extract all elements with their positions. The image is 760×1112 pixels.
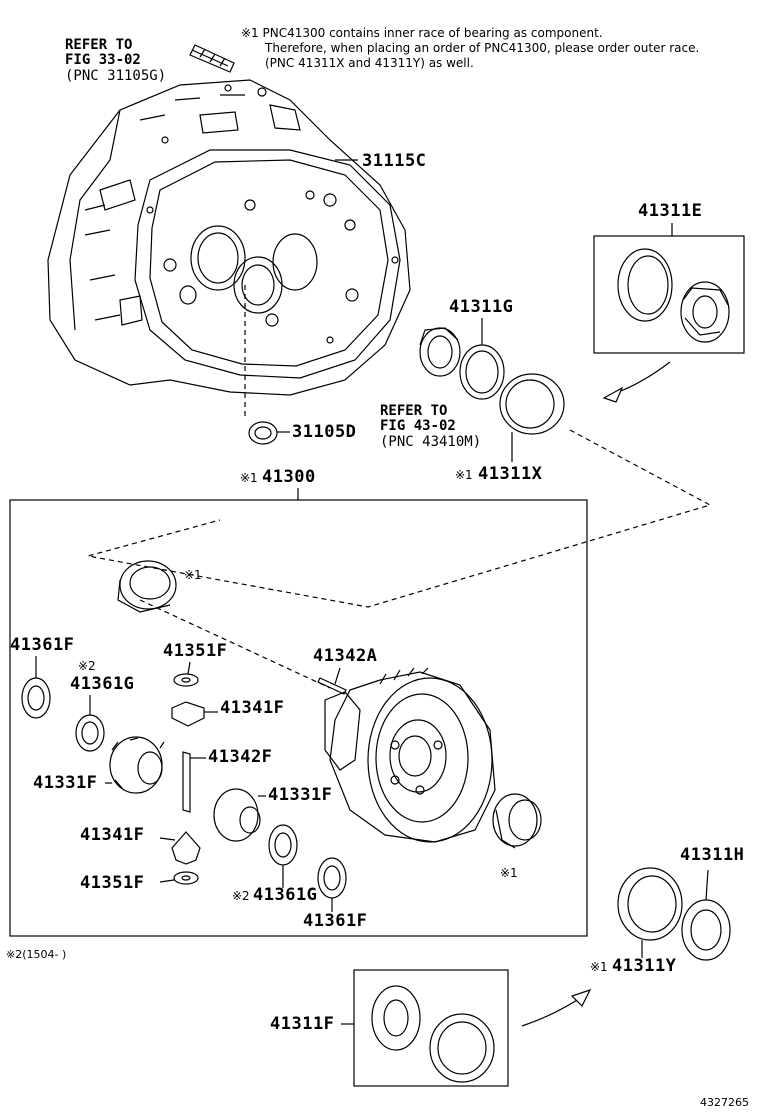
bearing-41311g-group bbox=[419, 318, 565, 462]
refer-top-line-2: FIG 33-02 bbox=[65, 52, 141, 69]
part-label-41331f-a[interactable]: 41331F bbox=[33, 773, 98, 793]
washer-41351f-bottom bbox=[159, 871, 199, 885]
bearing-41311f-box bbox=[341, 969, 592, 1087]
differential-case bbox=[324, 667, 496, 843]
mark-1-41311y: ※1 bbox=[590, 960, 608, 974]
mark-1-41311x: ※1 bbox=[455, 468, 473, 482]
part-label-41351f-b[interactable]: 41351F bbox=[80, 873, 145, 893]
part-label-31105d[interactable]: 31105D bbox=[292, 422, 357, 442]
bearing-order-note: ※1 PNC41300 contains inner race of beari… bbox=[241, 26, 699, 71]
part-label-41341f-b[interactable]: 41341F bbox=[80, 825, 145, 845]
part-label-41342a[interactable]: 41342A bbox=[313, 646, 378, 666]
refer-fig-43-02[interactable]: REFER TO FIG 43-02 (PNC 43410M) bbox=[380, 403, 482, 450]
pinion-41341f-top bbox=[171, 701, 218, 727]
washer-41361g-right bbox=[268, 824, 298, 888]
transaxle-case bbox=[47, 44, 411, 420]
refer-fig-33-02[interactable]: REFER TO FIG 33-02 (PNC 31105G) bbox=[65, 37, 167, 84]
washer-41361g-left bbox=[75, 695, 105, 752]
part-label-41341f-a[interactable]: 41341F bbox=[220, 698, 285, 718]
part-label-41361g-a[interactable]: 41361G bbox=[70, 674, 135, 694]
note-line-2: Therefore, when placing an order of PNC4… bbox=[265, 41, 700, 55]
mark-1-41300: ※1 bbox=[240, 471, 258, 485]
part-label-41311x[interactable]: 41311X bbox=[478, 464, 543, 484]
part-label-41311y[interactable]: 41311Y bbox=[612, 956, 677, 976]
part-label-41311f[interactable]: 41311F bbox=[270, 1014, 335, 1034]
side-gear-left bbox=[105, 736, 165, 794]
mark-1-bearing-top: ※1 bbox=[184, 568, 202, 582]
part-label-41361f-a[interactable]: 41361F bbox=[10, 635, 75, 655]
part-label-41361f-b[interactable]: 41361F bbox=[303, 911, 368, 931]
bearing-41311e-box bbox=[593, 223, 745, 403]
mark-1-bearing-right: ※1 bbox=[500, 866, 518, 880]
part-label-41311g[interactable]: 41311G bbox=[449, 297, 514, 317]
part-label-41311e[interactable]: 41311E bbox=[638, 201, 703, 221]
part-label-41351f-a[interactable]: 41351F bbox=[163, 641, 228, 661]
figure-id: 4327265 bbox=[700, 1096, 749, 1109]
pin-41342a bbox=[317, 667, 347, 695]
washer-41361f-left bbox=[21, 656, 51, 719]
refer-mid-line-1: REFER TO bbox=[380, 403, 448, 419]
dashed-route bbox=[87, 429, 712, 608]
part-label-41300[interactable]: 41300 bbox=[262, 467, 316, 487]
washer-41351f-top bbox=[173, 661, 199, 687]
part-label-41331f-b[interactable]: 41331F bbox=[268, 785, 333, 805]
bearing-inner-top bbox=[117, 560, 177, 613]
note-line-3: (PNC 41311X and 41311Y) as well. bbox=[265, 56, 474, 70]
refer-mid-line-3: (PNC 43410M) bbox=[380, 433, 482, 450]
part-label-41361g-b[interactable]: 41361G bbox=[253, 885, 318, 905]
shaft-41342f bbox=[182, 751, 206, 813]
part-label-41311h[interactable]: 41311H bbox=[680, 845, 745, 865]
differential-box bbox=[9, 499, 588, 937]
bearing-inner-right bbox=[492, 793, 542, 849]
note-line-1: ※1 PNC41300 contains inner race of beari… bbox=[241, 26, 603, 40]
bearing-41311y-group bbox=[617, 867, 731, 961]
refer-top-line-3: (PNC 31105G) bbox=[65, 67, 167, 84]
oil-seal-31105d bbox=[248, 421, 290, 445]
washer-41361f-right bbox=[317, 857, 347, 912]
mark-2-41361g: ※2 bbox=[232, 889, 250, 903]
pinion-41341f-bottom bbox=[159, 831, 201, 865]
mark-2: ※2 bbox=[78, 659, 96, 673]
footnote-2: ※2(1504- ) bbox=[6, 948, 67, 961]
part-label-31115c[interactable]: 31115C bbox=[362, 151, 427, 171]
refer-mid-line-2: FIG 43-02 bbox=[380, 418, 456, 435]
refer-top-line-1: REFER TO bbox=[65, 37, 133, 53]
side-gear-right bbox=[213, 788, 266, 842]
part-label-41342f[interactable]: 41342F bbox=[208, 747, 273, 767]
